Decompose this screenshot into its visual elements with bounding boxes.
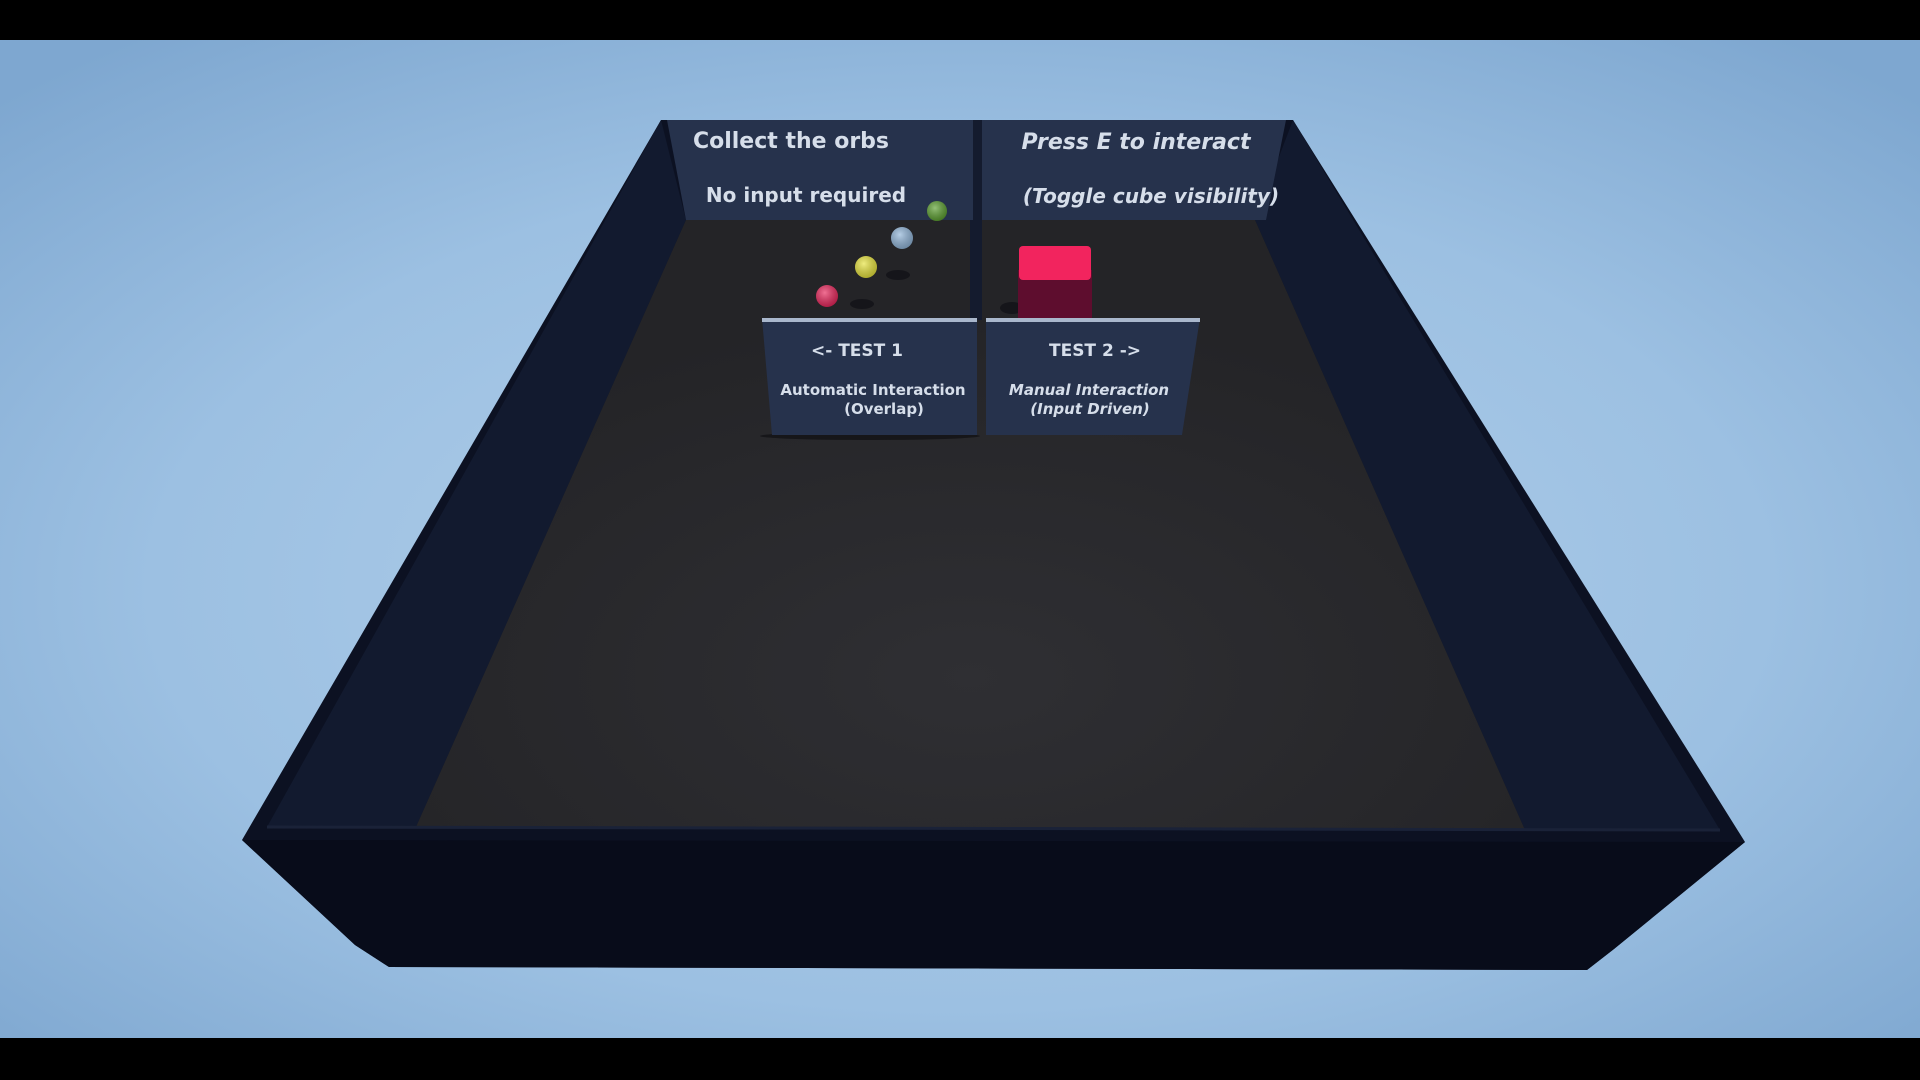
test1-back-title: Collect the orbs — [693, 129, 889, 154]
test2-back-subtitle: (Toggle cube visibility) — [1023, 184, 1279, 208]
green-orb-shading — [927, 201, 947, 221]
test1-back-subtitle: No input required — [706, 183, 906, 207]
test2-back-sign: Press E to interact (Toggle cube visibil… — [982, 120, 1286, 220]
test2-front-line1: Manual Interaction — [1009, 381, 1169, 399]
orb-shadow — [850, 299, 874, 309]
test1-back-sign: Collect the orbs No input required — [667, 120, 973, 220]
test2-back-title: Press E to interact — [1022, 130, 1252, 155]
orbs-group — [816, 201, 947, 307]
bottom-letterbox-bar — [0, 1038, 1920, 1080]
orb-shadow — [886, 270, 910, 280]
test1-front-line1: Automatic Interaction — [780, 381, 965, 399]
test2-front-sign: TEST 2 -> Manual Interaction (Input Driv… — [986, 318, 1200, 435]
pink-cube[interactable] — [1000, 246, 1092, 318]
test1-front-sign: <- TEST 1 Automatic Interaction (Overlap… — [760, 318, 980, 440]
front-wall-rim — [266, 825, 1721, 832]
test1-front-line2: (Overlap) — [844, 400, 924, 418]
test2-front-line2: (Input Driven) — [1030, 400, 1149, 418]
front-wall — [242, 840, 1745, 970]
arena-floor — [416, 220, 1525, 830]
test2-front-title: TEST 2 -> — [1049, 341, 1141, 361]
left-wall-inner — [267, 120, 686, 827]
yellow-orb-shading — [855, 256, 877, 278]
test1-front-title: <- TEST 1 — [811, 341, 903, 361]
top-letterbox-bar — [0, 0, 1920, 40]
red-orb-shading — [816, 285, 838, 307]
blue-orb-shading — [891, 227, 913, 249]
right-wall-inner — [1255, 120, 1720, 830]
